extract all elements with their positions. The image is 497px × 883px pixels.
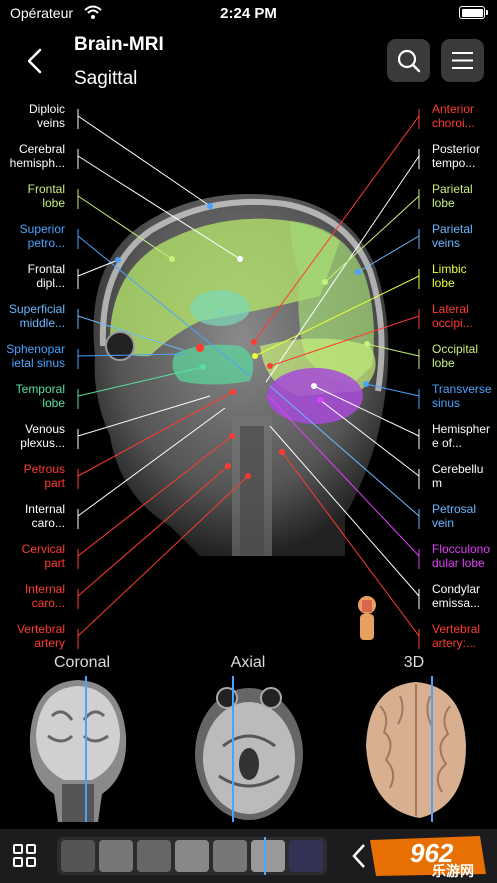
wifi-icon [84, 5, 102, 19]
structure-label[interactable]: Frontal lobe [27, 182, 65, 210]
clock: 2:24 PM [220, 5, 277, 22]
structure-label[interactable]: Vertebral artery [16, 622, 65, 650]
search-button[interactable] [387, 39, 430, 82]
slice-thumbnail[interactable] [99, 840, 133, 872]
slice-thumbnail[interactable] [175, 840, 209, 872]
search-icon [397, 49, 421, 73]
structure-label[interactable]: Diploic veins [28, 102, 65, 130]
grid-icon [13, 844, 23, 854]
slice-strip[interactable] [57, 837, 327, 875]
watermark-sub: 乐游网 [432, 863, 474, 879]
axial-label: Axial [230, 654, 266, 671]
structure-label[interactable]: Limbic lobe [432, 262, 467, 290]
slice-cursor[interactable] [264, 837, 266, 875]
structure-label[interactable]: Parietal veins [432, 222, 473, 250]
slice-thumbnail[interactable] [289, 840, 323, 872]
slice-thumbnail[interactable] [213, 840, 247, 872]
structure-label[interactable]: Cervical part [21, 542, 65, 570]
structure-label[interactable]: Petrous part [23, 462, 65, 490]
structure-label[interactable]: Lateral occipi... [432, 302, 473, 330]
structure-label[interactable]: Posterior tempo... [432, 142, 481, 170]
3d-label: 3D [403, 654, 425, 671]
structure-label[interactable]: Anterior choroi... [432, 102, 475, 130]
3d-brain-thumbnail[interactable] [360, 676, 472, 822]
structure-label[interactable]: Condylar emissa... [432, 582, 481, 610]
carrier-label: Opérateur [10, 5, 74, 21]
structure-label[interactable]: Frontal dipl... [27, 262, 65, 290]
structure-label[interactable]: Cerebral hemisph... [9, 142, 65, 170]
structure-label[interactable]: Vertebral artery:... [432, 622, 481, 650]
structure-label[interactable]: Flocculono dular lobe [432, 542, 491, 570]
chevron-left-icon[interactable] [350, 843, 368, 869]
watermark-logo [370, 836, 486, 876]
hamburger-icon [452, 52, 473, 69]
structure-label[interactable]: Parietal lobe [432, 182, 473, 210]
structure-label[interactable]: Internal caro... [24, 502, 65, 530]
structure-label[interactable]: Venous plexus... [20, 422, 65, 450]
grid-view-button[interactable] [13, 844, 37, 868]
structure-label[interactable]: Cerebellu m [432, 462, 484, 490]
coronal-label: Coronal [53, 654, 111, 671]
structure-label[interactable]: Internal caro... [24, 582, 65, 610]
slice-thumbnail[interactable] [61, 840, 95, 872]
view-subtitle: Sagittal [74, 68, 138, 89]
slice-thumbnail[interactable] [137, 840, 171, 872]
slice-thumbnail[interactable] [251, 840, 285, 872]
structure-label[interactable]: Hemispher e of... [432, 422, 491, 450]
structure-label[interactable]: Superficial middle... [8, 302, 65, 330]
structure-label[interactable]: Sphenopar ietal sinus [6, 342, 65, 370]
status-bar: Opérateur 2:24 PM [0, 0, 497, 26]
watermark-text: 962 [410, 838, 454, 868]
structure-label[interactable]: Temporal lobe [15, 382, 65, 410]
battery-icon [459, 6, 488, 19]
coronal-thumbnail[interactable] [22, 676, 134, 822]
structure-label[interactable]: Occipital lobe [432, 342, 479, 370]
anatomy-figure-icon[interactable] [358, 596, 376, 640]
menu-button[interactable] [441, 39, 484, 82]
structure-label[interactable]: Transverse sinus [432, 382, 492, 410]
back-chevron-icon[interactable] [22, 48, 48, 74]
page-title: Brain-MRI [74, 34, 164, 55]
structure-label[interactable]: Superior petro... [19, 222, 65, 250]
mri-image[interactable] [0, 96, 497, 656]
axial-thumbnail[interactable] [193, 676, 305, 822]
structure-label[interactable]: Petrosal vein [432, 502, 477, 530]
